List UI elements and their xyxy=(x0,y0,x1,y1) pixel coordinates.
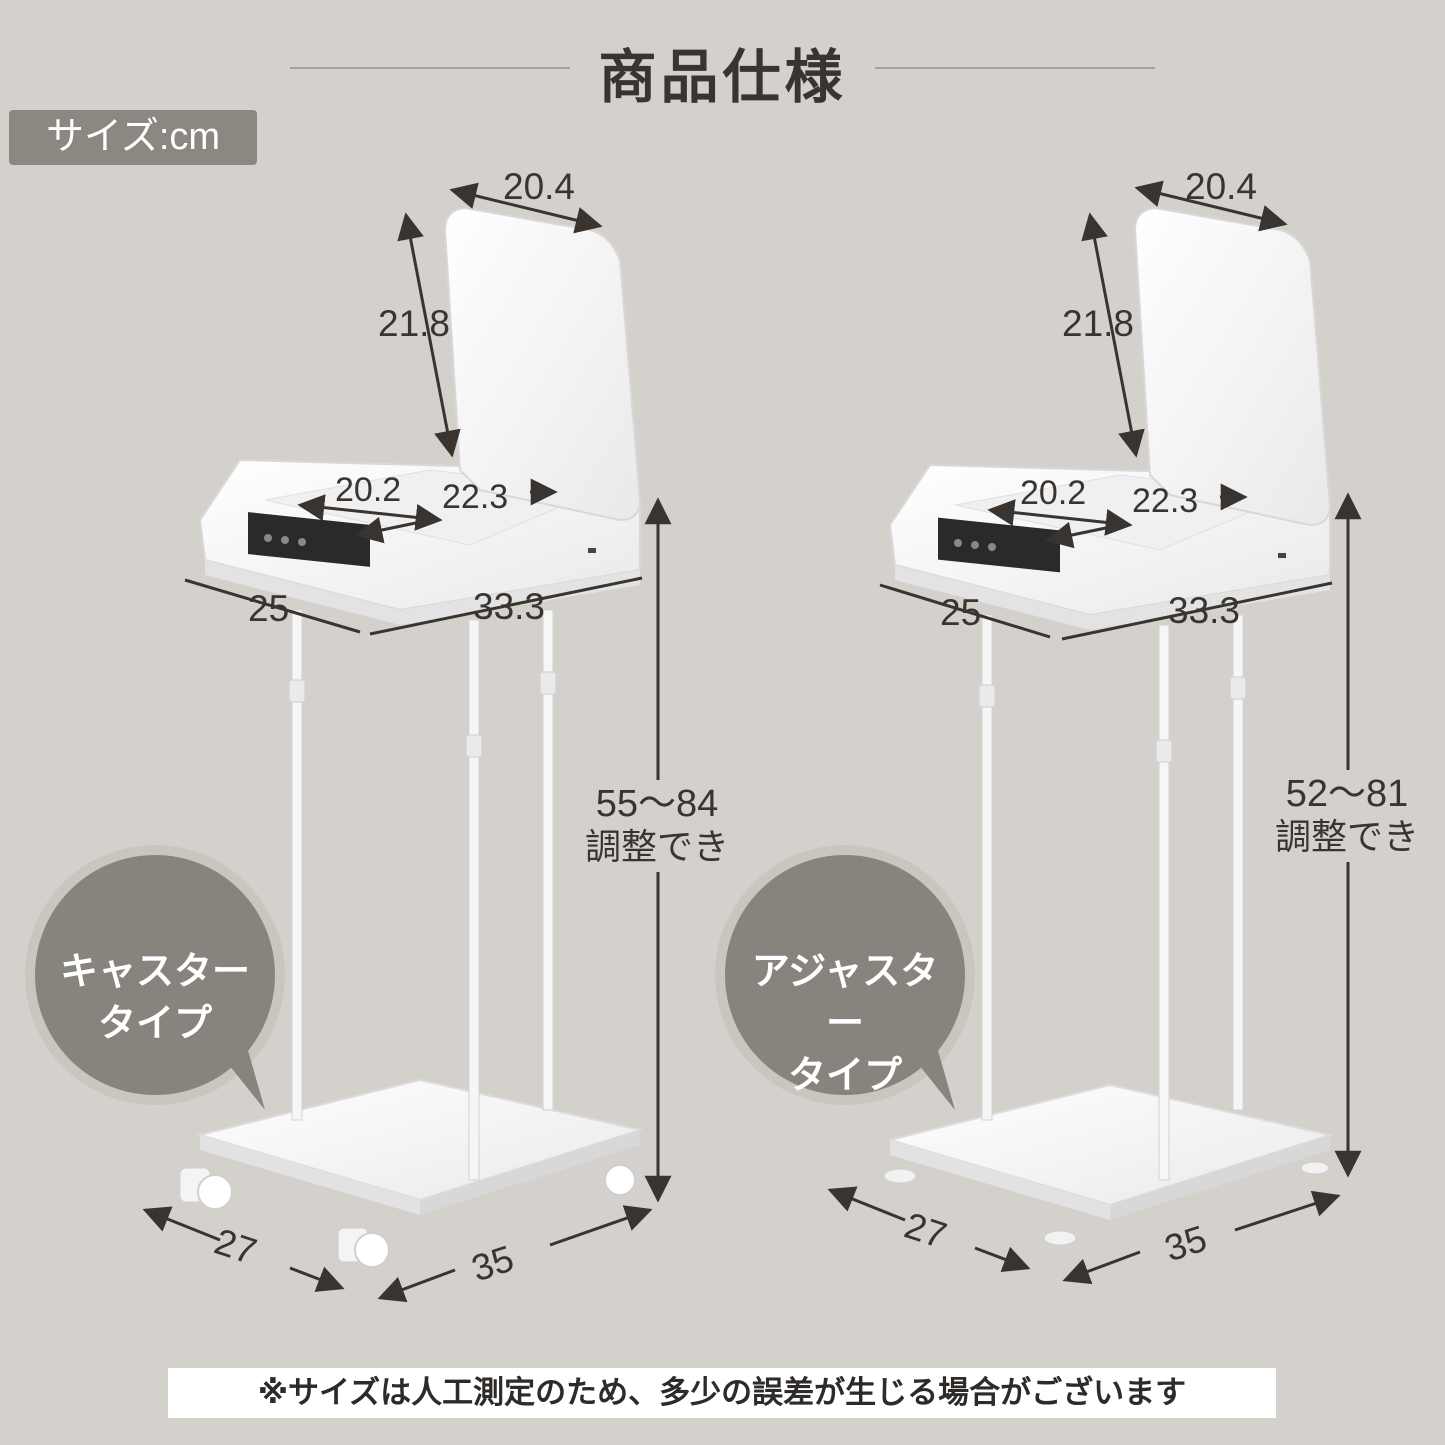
caster-wheel xyxy=(179,1167,233,1210)
dim-top-width: 33.3 xyxy=(473,586,546,627)
dim-opening-width: 20.2 xyxy=(335,471,402,509)
dim-opening-width: 20.2 xyxy=(1020,474,1087,512)
height-adjust-note: 調整でき xyxy=(584,827,729,868)
dim-opening-depth: 22.3 xyxy=(1132,482,1199,520)
adjuster-type-label: アジャスター タイプ xyxy=(735,945,955,1101)
adjuster-foot xyxy=(1043,1230,1077,1246)
bin-lid xyxy=(1133,206,1332,527)
dim-top-depth: 25 xyxy=(248,588,290,629)
type-label-line1: アジャスター xyxy=(751,949,939,1045)
title-rule-left xyxy=(290,67,570,69)
support-pole xyxy=(291,609,303,1121)
type-bubble-ring xyxy=(715,845,975,1105)
size-unit-badge: サイズ:cm xyxy=(9,110,257,165)
support-pole xyxy=(542,609,554,1111)
support-pole xyxy=(981,614,993,1121)
title-rule-right xyxy=(875,67,1155,69)
adjuster-foot xyxy=(1300,1161,1330,1175)
caster-wheel xyxy=(604,1164,636,1196)
dim-height-range: 55～84 xyxy=(595,783,719,825)
support-pole xyxy=(468,619,480,1181)
caster-type-label: キャスター タイプ xyxy=(45,945,265,1049)
dim-top-depth: 25 xyxy=(940,592,982,633)
type-label-line1: キャスター xyxy=(59,949,250,993)
support-pole xyxy=(1158,624,1170,1181)
type-bubble xyxy=(30,850,280,1100)
page-header: 商品仕様 xyxy=(0,30,1445,111)
type-label-line2: タイプ xyxy=(97,1001,212,1045)
adjuster-type-product xyxy=(715,180,1362,1285)
dim-lid-width: 20.4 xyxy=(503,166,576,207)
dim-top-width: 33.3 xyxy=(1168,590,1241,631)
height-adjust-note: 調整でき xyxy=(1274,817,1419,858)
bin-lid xyxy=(443,206,642,522)
type-label-line2: タイプ xyxy=(787,1053,902,1097)
dim-height-range: 52～81 xyxy=(1285,773,1409,815)
dim-lid-height: 21.8 xyxy=(1062,303,1135,344)
support-pole xyxy=(1232,614,1244,1111)
base-plate xyxy=(196,1078,644,1202)
adjuster-foot xyxy=(883,1168,917,1184)
measurement-disclaimer: ※サイズは人工測定のため、多少の誤差が生じる場合がございます xyxy=(168,1368,1276,1418)
height-adjust-label: 55～84 調整でき xyxy=(578,780,736,872)
dim-lid-width: 20.4 xyxy=(1185,166,1258,207)
type-bubble-ring xyxy=(25,845,285,1105)
caster-type-product xyxy=(25,182,672,1303)
dim-opening-depth: 22.3 xyxy=(442,478,509,516)
height-adjust-label: 52～81 調整でき xyxy=(1268,770,1426,862)
type-bubble xyxy=(720,850,970,1100)
dim-lid-height: 21.8 xyxy=(378,303,451,344)
base-plate xyxy=(886,1083,1334,1207)
page-title: 商品仕様 xyxy=(598,43,847,111)
caster-wheel xyxy=(337,1227,390,1268)
